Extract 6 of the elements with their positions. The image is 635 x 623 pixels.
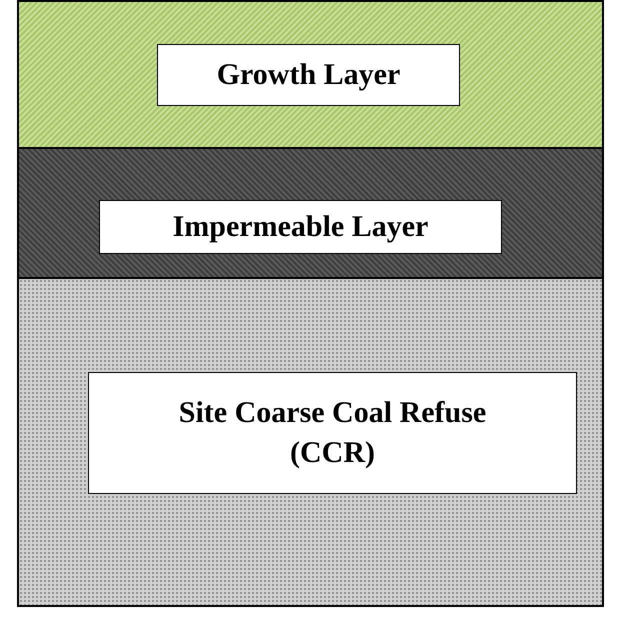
layer-label: Impermeable Layer bbox=[99, 200, 502, 254]
soil-layer bbox=[19, 2, 602, 149]
soil-layer bbox=[19, 149, 602, 279]
layer-label: Growth Layer bbox=[157, 44, 460, 106]
soil-layer bbox=[19, 279, 602, 605]
layer-label: Site Coarse Coal Refuse (CCR) bbox=[88, 372, 577, 494]
